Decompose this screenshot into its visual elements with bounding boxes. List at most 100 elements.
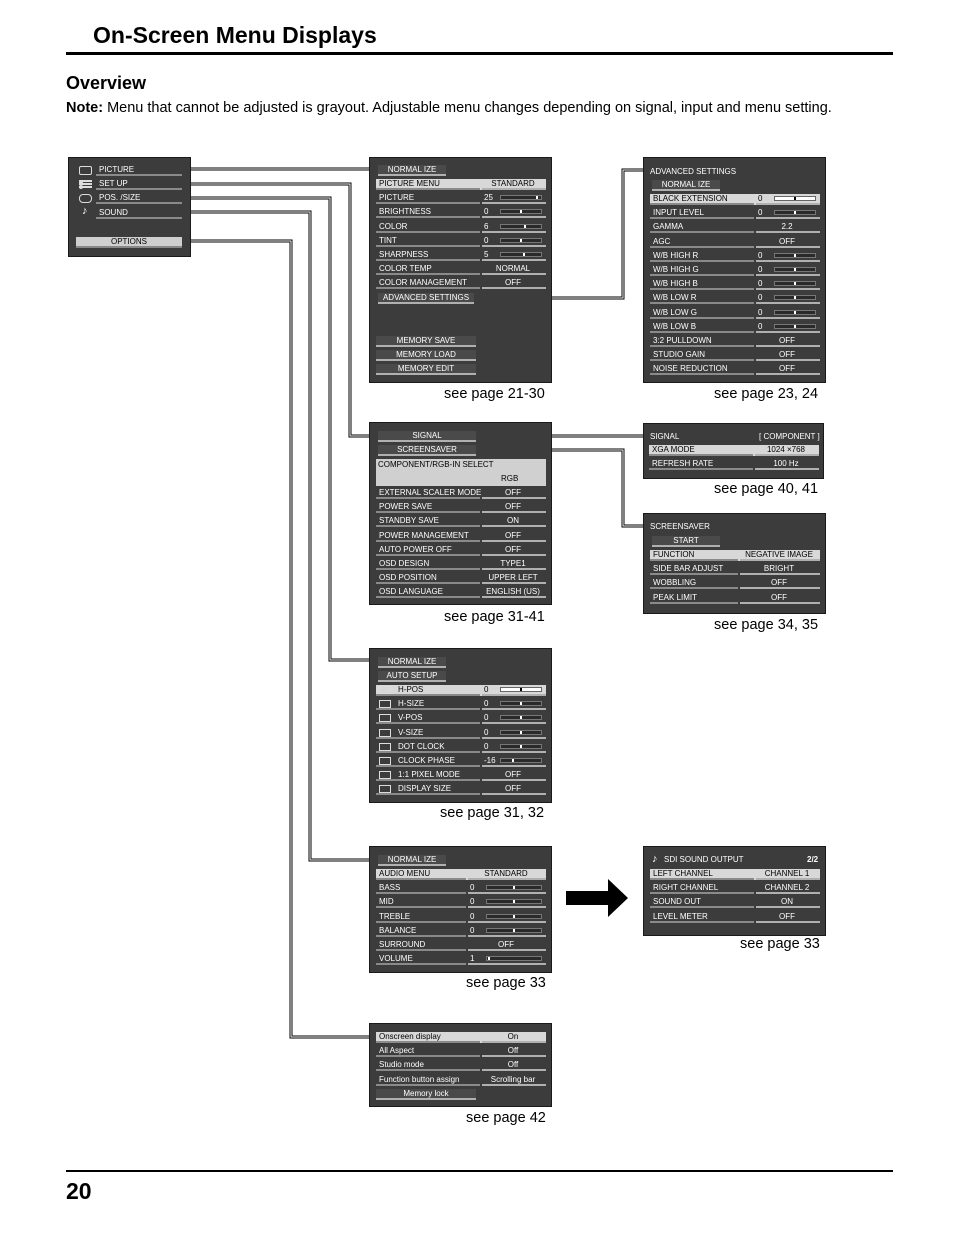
advanced-normalize-button[interactable]: NORMAL IZE (652, 180, 720, 191)
main-menu-item-picture[interactable]: PICTURE (96, 165, 182, 176)
screensaver-button[interactable]: SCREENSAVER (378, 445, 476, 456)
picture-slider[interactable] (500, 223, 542, 229)
main-menu-item-sound[interactable]: SOUND (96, 208, 182, 219)
sound-slider[interactable] (486, 885, 542, 891)
advanced-slider[interactable] (774, 196, 816, 201)
sound-normalize-button[interactable]: NORMAL IZE (378, 855, 446, 866)
pos-size-slider[interactable] (500, 687, 542, 692)
auto-setup-button[interactable]: AUTO SETUP (378, 671, 446, 682)
picture-slider[interactable] (500, 252, 542, 257)
advanced-slider[interactable] (774, 281, 816, 287)
advanced-slider[interactable] (774, 252, 816, 258)
advanced-slider[interactable] (774, 267, 816, 272)
signal-button[interactable]: SIGNAL (378, 431, 476, 442)
normalize-button[interactable]: NORMAL IZE (378, 165, 446, 176)
sound-slider[interactable] (486, 913, 542, 919)
advanced-slider[interactable] (774, 323, 816, 329)
options-button[interactable]: OPTIONS (76, 237, 182, 248)
sound-slider[interactable] (486, 899, 542, 905)
start-button[interactable]: START (652, 536, 720, 547)
sound-slider[interactable] (486, 956, 542, 962)
memory-lock-button[interactable]: Memory lock (376, 1089, 476, 1100)
memory-save-button[interactable]: MEMORY SAVE (376, 336, 476, 347)
main-menu-item-pos-size[interactable]: POS. /SIZE (96, 193, 182, 204)
pos-size-slider[interactable] (500, 758, 542, 763)
advanced-slider[interactable] (774, 309, 816, 315)
pos-size-slider[interactable] (500, 729, 542, 735)
pos-normalize-button[interactable]: NORMAL IZE (378, 657, 446, 668)
pos-size-slider[interactable] (500, 743, 542, 749)
main-menu-item-setup[interactable]: SET UP (96, 179, 182, 190)
component-rgb-select[interactable]: COMPONENT/RGB-IN SELECT RGB (376, 459, 546, 486)
picture-slider[interactable] (500, 195, 542, 201)
advanced-slider[interactable] (774, 295, 816, 301)
pos-size-slider[interactable] (500, 715, 542, 721)
memory-load-button[interactable]: MEMORY LOAD (376, 350, 476, 361)
sound-slider[interactable] (486, 927, 542, 933)
advanced-slider[interactable] (774, 210, 816, 216)
pos-size-slider[interactable] (500, 701, 542, 707)
pos-size-row[interactable]: CLOCK PHASE-16 (376, 756, 546, 767)
picture-slider[interactable] (500, 209, 542, 215)
memory-edit-button[interactable]: MEMORY EDIT (376, 364, 476, 375)
picture-slider[interactable] (500, 237, 542, 243)
advanced-settings-button[interactable]: ADVANCED SETTINGS (378, 293, 474, 304)
